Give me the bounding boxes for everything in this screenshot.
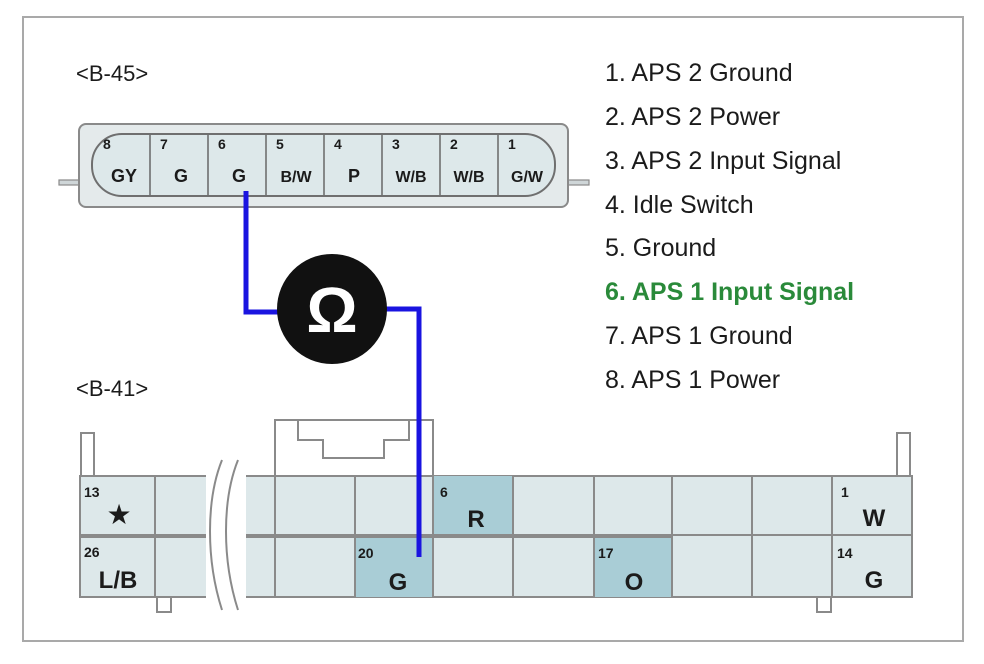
pin-legend: 1. APS 2 Ground 2. APS 2 Power 3. APS 2 …	[605, 59, 854, 394]
b45-pin-color: G/W	[511, 169, 544, 186]
b45-pin-number: 5	[276, 136, 284, 152]
b41-pin-color: G	[865, 567, 884, 594]
b41-pin-number: 26	[84, 544, 100, 560]
legend-item: 5. Ground	[605, 234, 716, 262]
b45-pin-number: 2	[450, 136, 458, 152]
connector-b41: 13 6 1 26 20 17 14 ★ R W L/B G O G	[79, 419, 913, 613]
legend-item: 8. APS 1 Power	[605, 366, 780, 394]
b45-pin-number: 7	[160, 136, 168, 152]
b41-pin-number: 20	[358, 545, 374, 561]
b45-pin-number: 8	[103, 136, 111, 152]
legend-item: 4. Idle Switch	[605, 191, 754, 219]
b41-pin-color: O	[625, 569, 644, 596]
legend-item: 7. APS 1 Ground	[605, 322, 793, 350]
b41-pin-number: 17	[598, 545, 614, 561]
b41-pin-color: W	[863, 505, 886, 532]
b45-pin-color: W/B	[395, 169, 426, 186]
b45-pin-color: G	[232, 166, 246, 186]
b45-pin-number: 3	[392, 136, 400, 152]
connector-b45: 8 7 6 5 4 3 2 1 GY G G B/W P W/B W/B G/W	[58, 123, 590, 208]
legend-item: 1. APS 2 Ground	[605, 59, 793, 87]
b41-pin-number: 14	[837, 545, 853, 561]
diagram-frame	[22, 16, 964, 642]
b41-pin-color: G	[389, 569, 408, 596]
ohmmeter: Ω	[277, 254, 387, 364]
b45-pin-color: P	[348, 166, 360, 186]
b45-pin-number: 6	[218, 136, 226, 152]
b41-pin-color: ★	[106, 499, 131, 530]
connector-b41-label: <B-41>	[76, 376, 148, 401]
b41-pin-number: 13	[84, 484, 100, 500]
legend-item: 3. APS 2 Input Signal	[605, 147, 841, 175]
b45-pin-number: 1	[508, 136, 516, 152]
legend-item: 2. APS 2 Power	[605, 103, 780, 131]
ohm-icon: Ω	[306, 274, 357, 346]
b45-pin-color: W/B	[453, 169, 484, 186]
b41-pin-color: L/B	[99, 567, 138, 594]
b45-pin-color: B/W	[280, 169, 312, 186]
connector-b45-label: <B-45>	[76, 61, 148, 86]
meter-lead-top	[243, 191, 282, 315]
b45-pin-color: G	[174, 166, 188, 186]
b41-pin-number: 6	[440, 484, 448, 500]
b45-pin-color: GY	[111, 166, 137, 186]
b41-pin-color: R	[467, 506, 484, 533]
b45-pin-number: 4	[334, 136, 342, 152]
b41-pin-number: 1	[841, 484, 849, 500]
meter-lead-bottom	[386, 306, 422, 557]
legend-item-highlighted: 6. APS 1 Input Signal	[605, 278, 854, 306]
